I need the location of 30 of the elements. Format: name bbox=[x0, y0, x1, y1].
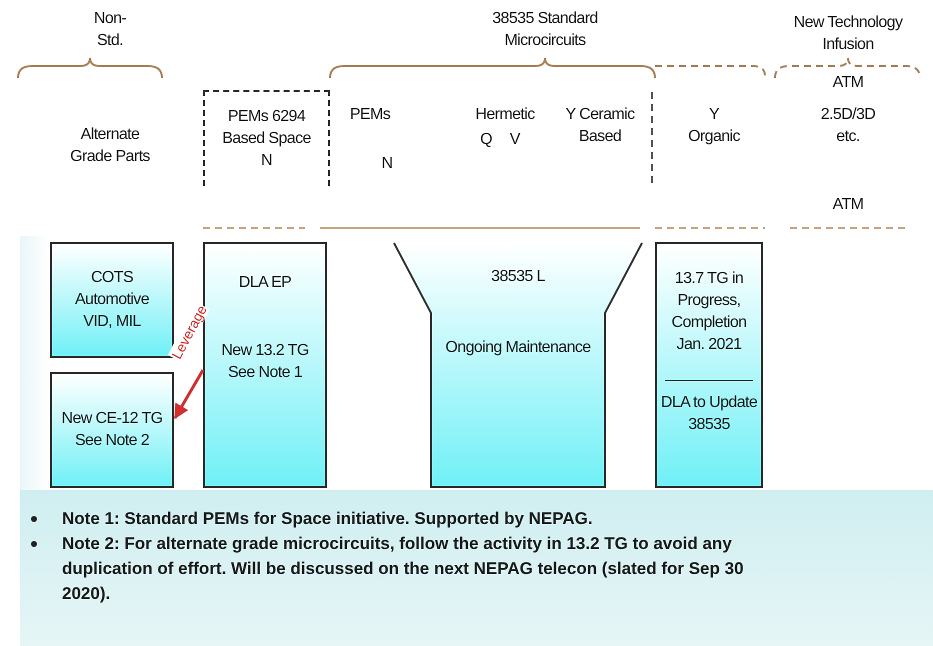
column-label: ATM bbox=[832, 195, 864, 215]
box-text: New CE-12 TG See Note 2 bbox=[60, 409, 164, 451]
column-label: PEMs bbox=[348, 105, 392, 125]
group-heading: 38535 Standard Microcircuits bbox=[491, 9, 599, 51]
box-text: DLA EP bbox=[238, 273, 292, 293]
group-heading: New Technology Infusion bbox=[792, 13, 904, 55]
column-label: Y Organic bbox=[687, 105, 741, 147]
group-heading: Non- Std. bbox=[92, 9, 128, 51]
column-label: 2.5D/3D etc. bbox=[820, 105, 876, 147]
box-text: 13.7 TG in Progress, Completion Jan. 2021 bbox=[670, 269, 748, 355]
box-text: COTS Automotive VID, MIL bbox=[74, 268, 150, 332]
column-label: ATM bbox=[832, 73, 864, 93]
process-box bbox=[655, 242, 763, 488]
note-text: Note 2: For alternate grade microcircuits, follow the activity in 13.2 TG to avoid any duplication of effort. Will be discussed on the next NEPAG telecon (slated for Sep 30 2020). bbox=[62, 533, 745, 605]
column-label: Alternate Grade Parts bbox=[69, 125, 151, 167]
box-text: PEMs 6294 Based Space N bbox=[221, 107, 312, 171]
column-label: Q V bbox=[479, 130, 522, 150]
box-text: 38535 L bbox=[490, 267, 546, 287]
arrow bbox=[174, 369, 204, 420]
box-text: New 13.2 TG See Note 1 bbox=[220, 341, 310, 383]
process-box bbox=[50, 372, 174, 488]
column-label: Y Ceramic Based bbox=[564, 105, 636, 147]
column-label: N bbox=[380, 154, 394, 174]
funnel-shape bbox=[393, 242, 643, 488]
column-label: Hermetic bbox=[474, 105, 536, 125]
box-text: Ongoing Maintenance bbox=[444, 338, 592, 358]
process-box bbox=[50, 242, 174, 358]
box-text: DLA to Update 38535 bbox=[660, 393, 758, 435]
note-text: Note 1: Standard PEMs for Space initiative. Supported by NEPAG. bbox=[62, 508, 594, 530]
dashed-group-box bbox=[203, 90, 330, 186]
